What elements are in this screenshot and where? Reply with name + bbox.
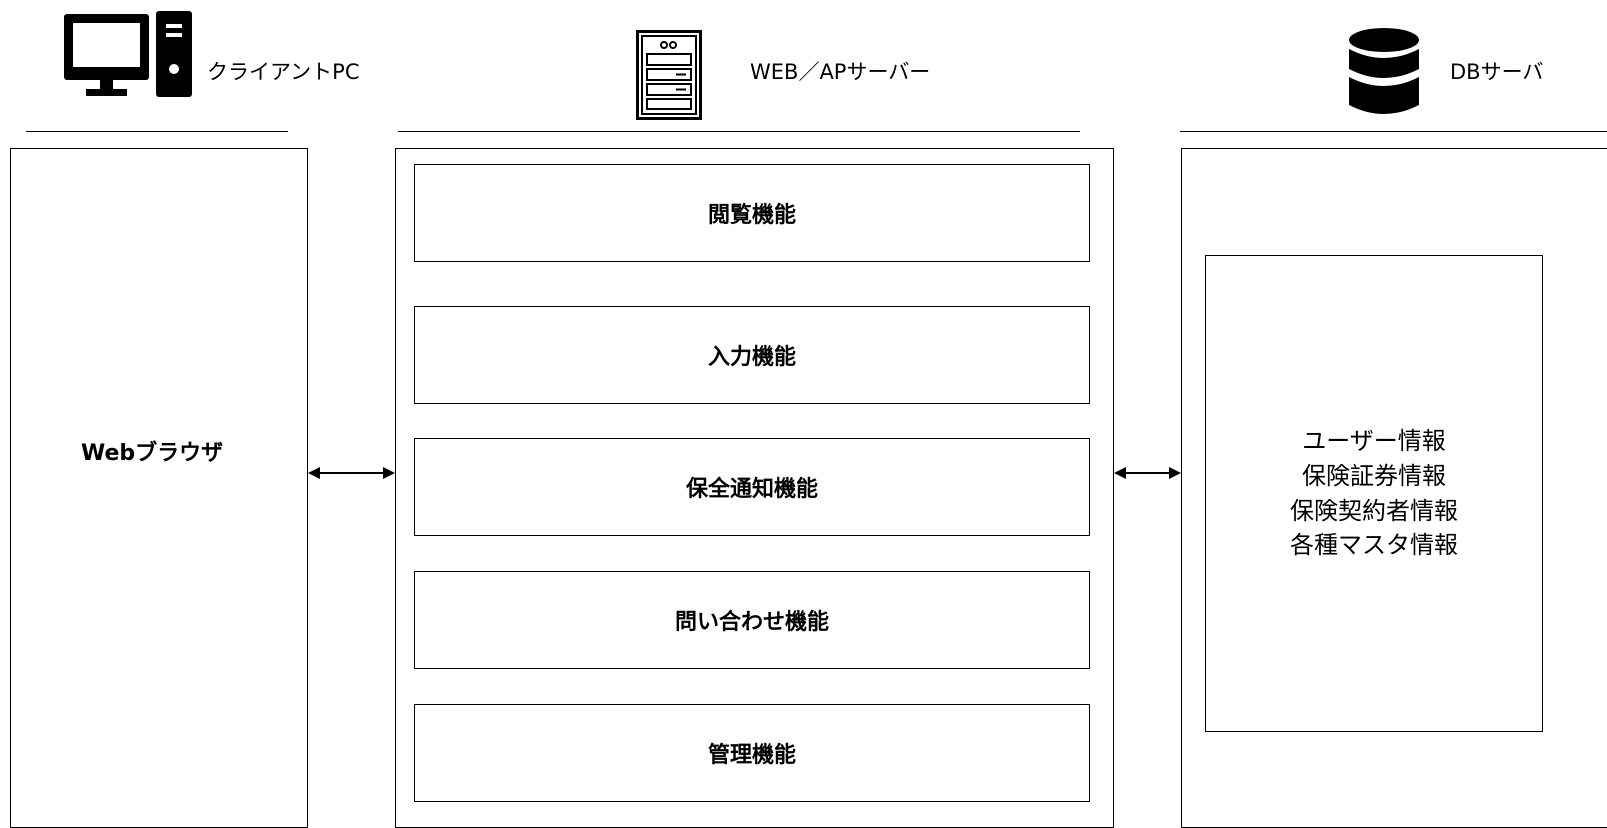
- db-tier-label: DBサーバ: [1450, 60, 1544, 84]
- client-webap-arrow: [308, 467, 395, 479]
- function-label: 問い合わせ機能: [674, 610, 829, 635]
- client-tier-label: クライアントPC: [207, 60, 360, 84]
- desktop-pc-icon: [64, 11, 192, 97]
- db-data-line: 各種マスタ情報: [1290, 531, 1458, 560]
- function-label: 閲覧機能: [707, 203, 796, 228]
- function-box-browse: 閲覧機能: [414, 164, 1090, 262]
- function-box-admin: 管理機能: [414, 704, 1090, 802]
- db-server-box: [1181, 148, 1607, 828]
- function-box-maintenance-notice: 保全通知機能: [414, 438, 1090, 536]
- function-label: 管理機能: [707, 743, 796, 768]
- web-ap-tier-label: WEB／APサーバー: [750, 60, 931, 84]
- client-tier-divider: [26, 131, 288, 132]
- web-browser-label: Webブラウザ: [81, 441, 224, 466]
- db-data-line: 保険証券情報: [1302, 461, 1446, 490]
- web-browser-box: Webブラウザ: [10, 148, 308, 828]
- web-ap-tier-divider: [398, 131, 1080, 132]
- function-box-input: 入力機能: [414, 306, 1090, 404]
- server-icon: [636, 30, 702, 120]
- webap-db-arrow: [1114, 467, 1181, 479]
- function-label: 入力機能: [707, 345, 796, 370]
- function-box-inquiry: 問い合わせ機能: [414, 571, 1090, 669]
- function-label: 保全通知機能: [685, 477, 818, 502]
- db-tier-divider: [1180, 131, 1607, 132]
- db-data-box: ユーザー情報 保険証券情報 保険契約者情報 各種マスタ情報: [1205, 255, 1543, 732]
- database-icon: [1349, 28, 1419, 114]
- db-data-line: 保険契約者情報: [1290, 496, 1458, 525]
- db-data-line: ユーザー情報: [1302, 426, 1446, 455]
